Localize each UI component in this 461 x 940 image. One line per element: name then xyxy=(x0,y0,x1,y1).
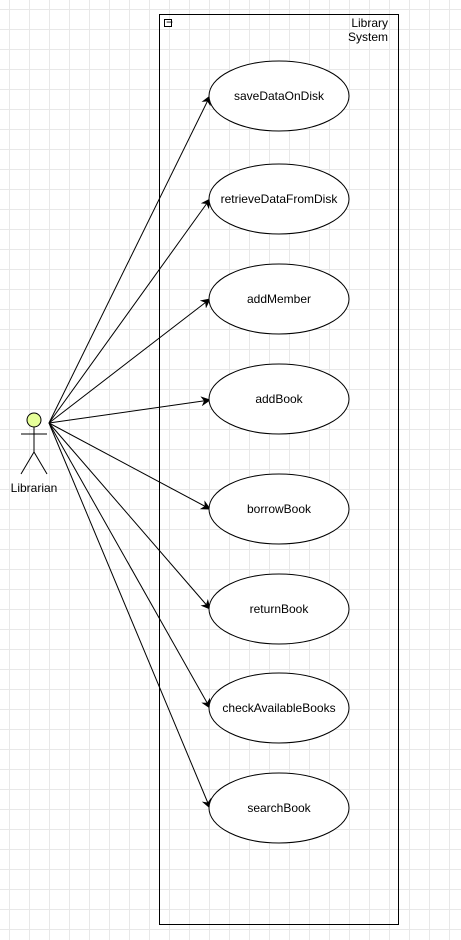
association-arrow-search-book xyxy=(48,422,212,809)
use-case-ellipse xyxy=(208,772,350,844)
system-boundary[interactable]: − Library System xyxy=(159,14,399,925)
actor-librarian[interactable]: Librarian xyxy=(11,412,58,495)
use-case-return-book[interactable]: returnBook xyxy=(208,573,350,645)
actor-left-leg xyxy=(20,451,35,475)
associations xyxy=(48,95,212,809)
use-case-save-data-on-disk[interactable]: saveDataOnDisk xyxy=(208,60,350,132)
use-case-ellipse xyxy=(208,573,350,645)
use-case-label: searchBook xyxy=(247,801,311,815)
use-case-retrieve-data-from-disk[interactable]: retrieveDataFromDisk xyxy=(208,163,350,235)
use-case-add-member[interactable]: addMember xyxy=(208,263,350,335)
use-case-ellipse xyxy=(208,163,350,235)
use-case-ellipse xyxy=(208,60,350,132)
use-case-search-book[interactable]: searchBook xyxy=(208,772,350,844)
use-case-label: retrieveDataFromDisk xyxy=(221,192,339,206)
collapse-icon[interactable] xyxy=(164,19,172,27)
use-case-check-available-books[interactable]: checkAvailableBooks xyxy=(208,672,350,744)
actor-right-leg xyxy=(33,451,48,475)
use-case-ellipse xyxy=(208,263,350,335)
use-case-ellipse xyxy=(208,473,350,545)
use-cases: saveDataOnDisk retrieveDataFromDisk addMem… xyxy=(208,60,350,844)
use-case-label: borrowBook xyxy=(247,502,312,516)
use-case-ellipse xyxy=(208,363,350,435)
system-title-line1: Library xyxy=(351,16,388,30)
use-case-label: saveDataOnDisk xyxy=(234,89,325,103)
use-case-ellipse xyxy=(208,672,350,744)
actor-label: Librarian xyxy=(11,481,58,495)
association-arrow-retrieve-data-from-disk xyxy=(48,198,211,424)
use-case-label: addMember xyxy=(247,292,311,306)
association-arrow-return-book xyxy=(48,422,211,610)
use-case-label: addBook xyxy=(255,392,303,406)
use-case-label: checkAvailableBooks xyxy=(222,701,335,715)
association-arrow-borrow-book xyxy=(48,422,211,510)
use-case-add-book[interactable]: addBook xyxy=(208,363,350,435)
association-arrow-check-available-books xyxy=(48,422,211,709)
collapse-glyph: − xyxy=(166,15,173,29)
actor-head xyxy=(26,412,42,428)
association-arrow-add-member xyxy=(48,298,211,424)
use-case-label: returnBook xyxy=(250,602,310,616)
association-arrow-save-data-on-disk xyxy=(48,95,211,424)
use-case-borrow-book[interactable]: borrowBook xyxy=(208,473,350,545)
association-arrow-add-book xyxy=(48,396,211,424)
system-title-line2: System xyxy=(348,30,388,44)
